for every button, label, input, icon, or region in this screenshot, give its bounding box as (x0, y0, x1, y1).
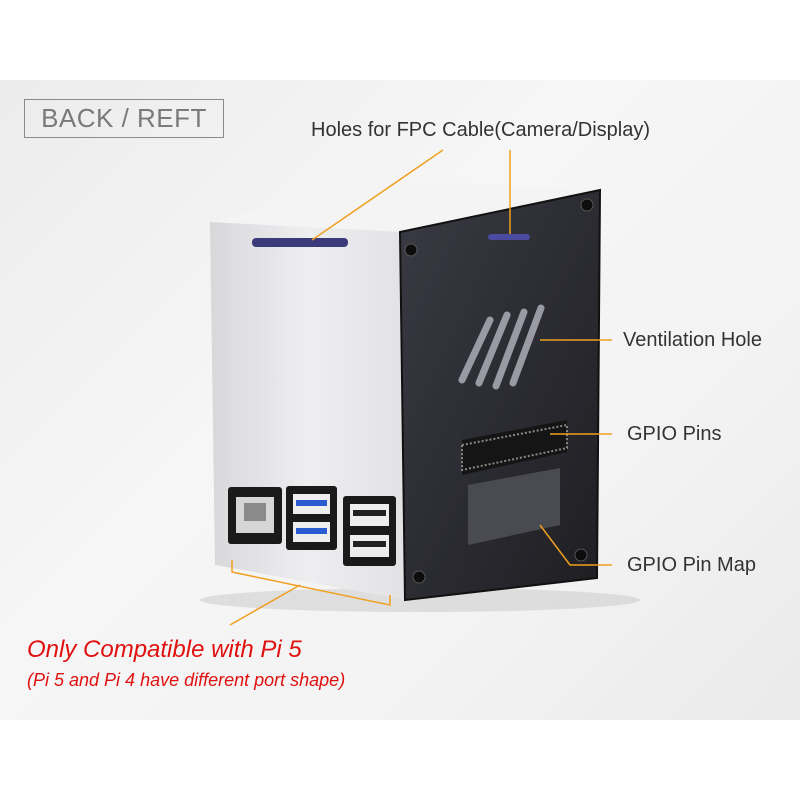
usb2-ports (343, 496, 396, 566)
compatibility-subnote: (Pi 5 and Pi 4 have different port shape… (27, 670, 346, 690)
annotation-lines (229, 149, 612, 626)
usb3-ports (286, 486, 337, 550)
label-gpio-pins: GPIO Pins (627, 423, 722, 445)
acrylic-panel (398, 188, 602, 602)
gpio-header (461, 420, 568, 475)
screw-icons (404, 198, 594, 584)
gpio-pin-map-sticker (468, 468, 560, 545)
view-label-badge: BACK / REFT (24, 99, 224, 138)
ventilation-slots (458, 304, 545, 390)
compatibility-notice: Only Compatible with Pi 5 (27, 636, 302, 663)
label-ventilation: Ventilation Hole (623, 329, 762, 351)
fpc-slot-side (252, 238, 348, 247)
label-gpio-pin-map: GPIO Pin Map (627, 554, 756, 576)
ethernet-port (228, 487, 282, 544)
label-fpc-holes: Holes for FPC Cable(Camera/Display) (311, 119, 650, 141)
case-top (210, 180, 598, 232)
fpc-slot-panel (488, 234, 530, 240)
